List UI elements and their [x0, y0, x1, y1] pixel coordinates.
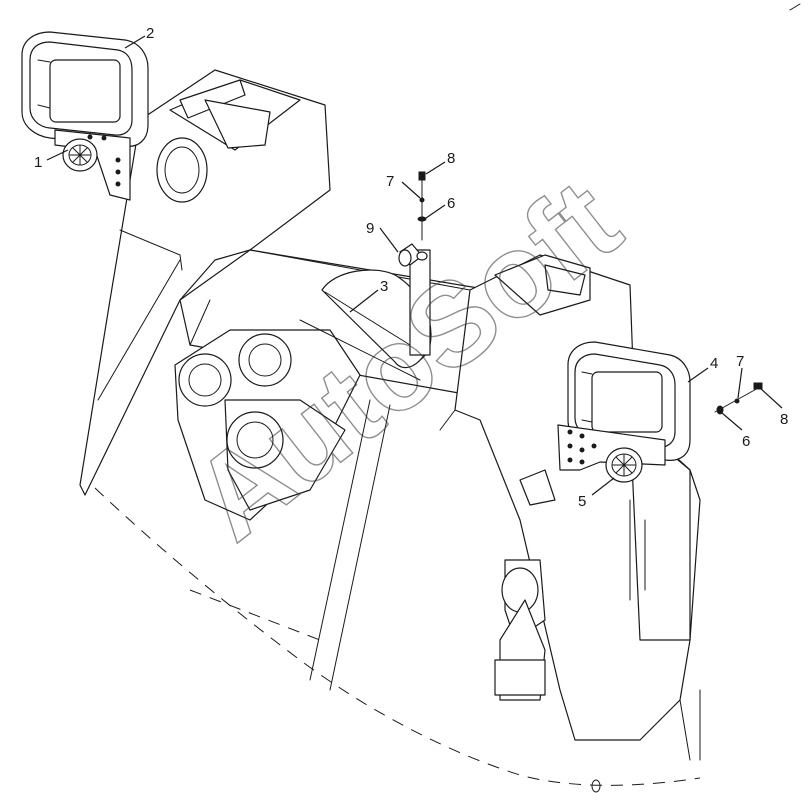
- callout-8: 8: [447, 150, 455, 167]
- callout-7-right: 7: [736, 353, 744, 370]
- right-work-lamp: [567, 341, 691, 461]
- bucket-outline-dashed: [189, 589, 321, 641]
- left-horn: [62, 138, 98, 172]
- right-horn: [605, 447, 643, 483]
- callout-6-right: 6: [742, 433, 750, 450]
- bucket-pin-marker: [591, 779, 601, 793]
- corner-mark: [789, 3, 801, 11]
- left-loader-arm: [79, 69, 331, 496]
- callout-2: 2: [146, 25, 154, 42]
- callout-6: 6: [447, 195, 455, 212]
- left-lamp-bracket: [54, 129, 131, 201]
- center-connector: [398, 243, 428, 267]
- center-linkage: [174, 319, 421, 521]
- center-column: [309, 249, 431, 691]
- right-fastener-stack: [714, 382, 763, 415]
- bucket-outline-dashed: [94, 487, 701, 786]
- callout-labels: 1 2 3 4 5 6 7 8 9 6 7 8: [34, 25, 788, 510]
- callout-5: 5: [578, 493, 586, 510]
- left-work-lamp: [21, 31, 149, 147]
- callout-1: 1: [34, 154, 42, 171]
- callout-9: 9: [366, 220, 374, 237]
- leader-lines: [46, 35, 783, 496]
- callout-8-right: 8: [780, 411, 788, 428]
- callout-3: 3: [380, 278, 388, 295]
- right-loader-arm: [439, 254, 701, 761]
- callout-4: 4: [710, 355, 718, 372]
- callout-7: 7: [386, 173, 394, 190]
- center-fastener-stack: [417, 171, 427, 241]
